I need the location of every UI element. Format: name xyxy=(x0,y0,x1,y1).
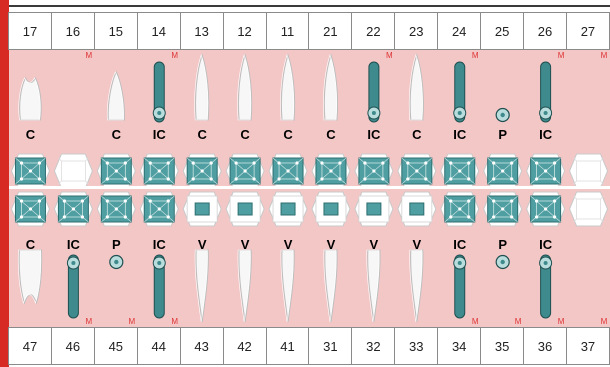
m-marker: M xyxy=(86,317,93,326)
lower-tooth-44[interactable] xyxy=(153,255,165,318)
lower-label-36: IC xyxy=(539,237,553,252)
upper-crown-22[interactable] xyxy=(355,154,393,188)
lower-tooth-45[interactable] xyxy=(110,256,123,269)
upper-crown-15[interactable] xyxy=(97,154,135,188)
lower-crown-36[interactable] xyxy=(527,192,565,226)
lower-crown-41[interactable] xyxy=(269,192,307,226)
upper-tooth-24[interactable] xyxy=(454,62,466,122)
upper-crown-23[interactable] xyxy=(398,154,436,188)
teeth-diagram: C C IC C C C C IC C IC P IC C IC P IC V V V V V V IC P IC M M M M M M M… xyxy=(9,0,610,367)
m-marker: M xyxy=(472,51,479,60)
lower-tooth-33[interactable] xyxy=(410,250,423,322)
lower-crown-43[interactable] xyxy=(183,192,221,226)
upper-label-22: IC xyxy=(367,127,381,142)
lower-tooth-31[interactable] xyxy=(324,250,337,322)
m-marker: M xyxy=(601,51,608,60)
lower-tooth-42[interactable] xyxy=(238,250,251,322)
jaw-divider xyxy=(9,186,610,189)
m-marker: M xyxy=(601,317,608,326)
lower-tooth-35[interactable] xyxy=(496,256,509,269)
lower-label-42: V xyxy=(241,237,250,252)
lower-crown-31[interactable] xyxy=(312,192,350,226)
upper-tooth-12[interactable] xyxy=(237,55,251,120)
upper-label-23: C xyxy=(412,127,422,142)
m-marker: M xyxy=(171,51,178,60)
lower-label-34: IC xyxy=(453,237,467,252)
upper-label-21: C xyxy=(326,127,336,142)
m-marker: M xyxy=(558,51,565,60)
upper-crown-17[interactable] xyxy=(11,154,49,188)
lower-label-47: C xyxy=(26,237,36,252)
upper-label-26: IC xyxy=(539,127,553,142)
upper-tooth-15[interactable] xyxy=(107,72,124,120)
lower-label-32: V xyxy=(370,237,379,252)
lower-crown-42[interactable] xyxy=(226,192,264,226)
upper-tooth-26[interactable] xyxy=(540,62,552,122)
upper-label-12: C xyxy=(240,127,250,142)
lower-tooth-43[interactable] xyxy=(195,250,208,322)
upper-label-25: P xyxy=(498,127,507,142)
upper-crown-11[interactable] xyxy=(269,154,307,188)
m-marker: M xyxy=(472,317,479,326)
upper-crown-25[interactable] xyxy=(484,154,522,188)
m-marker: M xyxy=(558,317,565,326)
upper-label-13: C xyxy=(197,127,207,142)
m-marker: M xyxy=(386,51,393,60)
m-marker: M xyxy=(86,51,93,60)
dental-chart: 1716151413121121222324252627 47464544434… xyxy=(9,0,610,367)
lower-crown-47[interactable] xyxy=(11,192,49,226)
lower-crown-33[interactable] xyxy=(398,192,436,226)
upper-tooth-13[interactable] xyxy=(195,55,209,120)
upper-crown-13[interactable] xyxy=(183,154,221,188)
lower-label-35: P xyxy=(498,237,507,252)
side-accent-bar xyxy=(0,0,9,367)
upper-label-11: C xyxy=(283,127,293,142)
m-marker: M xyxy=(515,317,522,326)
lower-tooth-46[interactable] xyxy=(67,255,79,318)
upper-tooth-17[interactable] xyxy=(19,78,42,120)
lower-crown-37[interactable] xyxy=(570,192,608,226)
upper-tooth-22[interactable] xyxy=(368,62,380,122)
upper-tooth-23[interactable] xyxy=(409,55,423,120)
upper-crown-12[interactable] xyxy=(226,154,264,188)
upper-tooth-11[interactable] xyxy=(280,55,294,120)
upper-label-24: IC xyxy=(453,127,467,142)
upper-tooth-21[interactable] xyxy=(323,55,337,120)
upper-crown-24[interactable] xyxy=(441,154,479,188)
upper-crown-16[interactable] xyxy=(54,154,92,188)
lower-crown-46[interactable] xyxy=(54,192,92,226)
upper-label-17: C xyxy=(26,127,36,142)
m-marker: M xyxy=(171,317,178,326)
lower-crown-35[interactable] xyxy=(484,192,522,226)
upper-crown-21[interactable] xyxy=(312,154,350,188)
lower-label-45: P xyxy=(112,237,121,252)
m-marker: M xyxy=(128,317,135,326)
upper-tooth-25[interactable] xyxy=(496,109,509,122)
lower-label-41: V xyxy=(284,237,293,252)
lower-crown-32[interactable] xyxy=(355,192,393,226)
lower-label-46: IC xyxy=(67,237,81,252)
lower-tooth-34[interactable] xyxy=(454,255,466,318)
lower-crown-34[interactable] xyxy=(441,192,479,226)
lower-tooth-36[interactable] xyxy=(540,255,552,318)
lower-label-33: V xyxy=(412,237,421,252)
upper-crown-27[interactable] xyxy=(570,154,608,188)
lower-tooth-32[interactable] xyxy=(367,250,380,322)
lower-label-44: IC xyxy=(153,237,167,252)
upper-label-15: C xyxy=(112,127,122,142)
upper-tooth-14[interactable] xyxy=(153,62,165,122)
upper-crown-14[interactable] xyxy=(140,154,178,188)
lower-tooth-47[interactable] xyxy=(18,250,42,303)
lower-label-43: V xyxy=(198,237,207,252)
upper-crown-26[interactable] xyxy=(527,154,565,188)
upper-label-14: IC xyxy=(153,127,167,142)
lower-crown-45[interactable] xyxy=(97,192,135,226)
lower-crown-44[interactable] xyxy=(140,192,178,226)
lower-tooth-41[interactable] xyxy=(281,250,294,322)
lower-label-31: V xyxy=(327,237,336,252)
